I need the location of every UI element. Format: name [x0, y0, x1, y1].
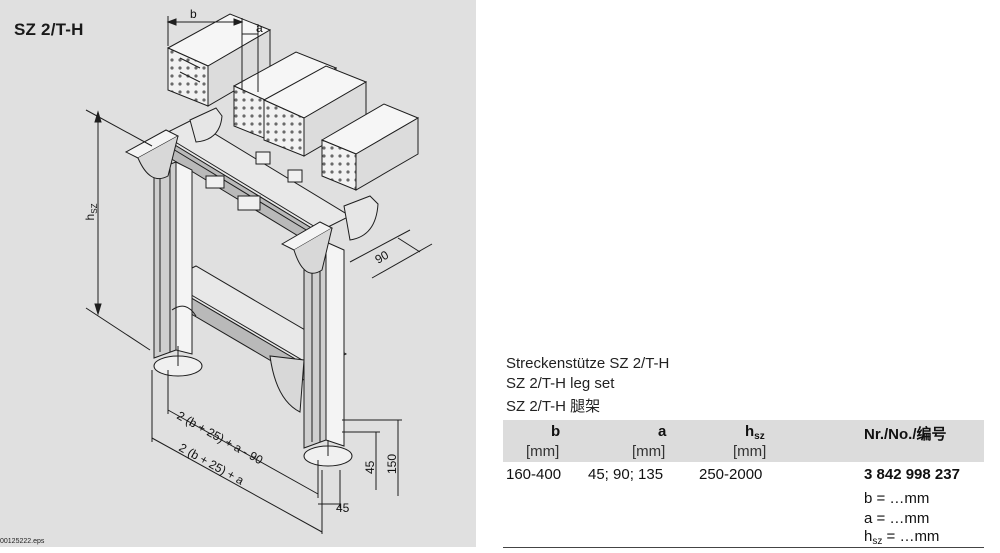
cell-hsz-range: 250-2000	[699, 466, 763, 483]
cell-part-number: 3 842 998 237	[864, 466, 960, 483]
unit-a: [mm]	[632, 443, 666, 460]
dimension-b-a	[166, 16, 259, 92]
beam-clamps	[205, 151, 303, 211]
dimension-span	[151, 370, 341, 534]
file-reference: 00125222.eps	[0, 538, 45, 545]
profile-section-1	[166, 13, 272, 107]
order-field-hsz: hsz = …mm	[864, 528, 940, 547]
col-header-a: a	[658, 423, 667, 440]
dim-label-a: a	[256, 21, 263, 35]
drawing-panel: b a hSZ 90 2 (b + 25) + a - 90 2 (b + 25…	[0, 0, 476, 547]
unit-b: [mm]	[526, 443, 560, 460]
description-english: SZ 2/T-H leg set	[506, 375, 615, 392]
right-post	[303, 241, 345, 449]
dim-label-hsz: hSZ	[83, 203, 99, 220]
profile-section-4	[320, 103, 420, 191]
support-brackets	[124, 107, 379, 413]
leg-set-drawing: b a hSZ 90 2 (b + 25) + a - 90 2 (b + 25…	[83, 7, 433, 534]
dim-label-45-horiz: 45	[336, 501, 350, 515]
product-code-label: SZ 2/T-H	[14, 20, 84, 39]
table-bottom-rule	[503, 547, 984, 548]
cell-b-range: 160-400	[506, 466, 562, 483]
order-field-a: a = …mm	[864, 510, 930, 527]
dim-label-150: 150	[385, 454, 399, 474]
order-field-b: b = …mm	[864, 490, 930, 507]
dimension-height-feet	[342, 419, 402, 496]
spec-table-header	[503, 420, 984, 462]
dim-label-45-vert: 45	[363, 460, 377, 474]
dimension-hsz	[85, 109, 153, 351]
left-post	[153, 161, 193, 359]
col-header-b: b	[551, 423, 561, 440]
profile-section-3	[262, 65, 368, 157]
unit-hsz: [mm]	[733, 443, 767, 460]
feet	[153, 346, 353, 467]
description-chinese: SZ 2/T-H 腿架	[506, 398, 601, 415]
col-header-hsz: hsz	[745, 423, 765, 442]
dim-label-90: 90	[373, 248, 392, 267]
dimension-90	[349, 229, 433, 279]
dim-label-b: b	[190, 7, 197, 21]
cell-a-values: 45; 90; 135	[588, 466, 664, 483]
col-header-part-number: Nr./No./编号	[864, 426, 947, 443]
description-german: Streckenstütze SZ 2/T-H	[506, 355, 670, 372]
